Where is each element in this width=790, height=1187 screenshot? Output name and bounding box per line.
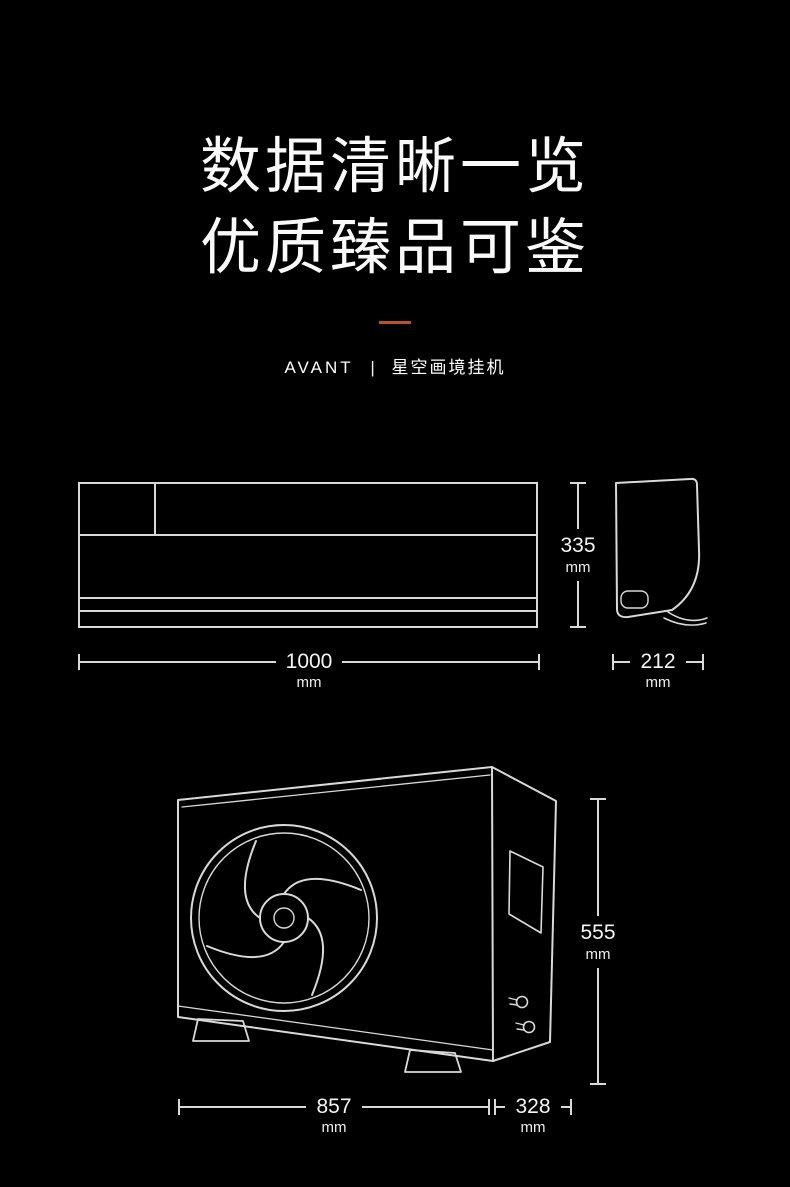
outdoor-unit-drawing	[177, 766, 557, 1073]
side-drain-detail	[620, 590, 649, 609]
dimension-endcap	[494, 1099, 496, 1115]
dimension-line-segment	[342, 661, 538, 663]
dimension-line: 1000	[78, 650, 540, 673]
dimension-line-segment	[597, 967, 599, 1083]
air-deflector-flap-inner	[663, 617, 707, 626]
dimension-unit: mm	[321, 1119, 347, 1136]
dimension-outdoor-depth: 328 mm	[494, 1095, 573, 1136]
dimension-line-segment	[361, 1106, 489, 1108]
dimension-endcap	[488, 1099, 491, 1115]
dimension-endcap	[612, 654, 614, 670]
louver-line-bottom	[80, 610, 536, 612]
dimension-unit: mm	[296, 674, 322, 691]
indoor-unit-side-view-drawing	[615, 477, 708, 626]
dimension-label: 555 mm	[580, 916, 615, 968]
dimension-indoor-height: 335 mm	[552, 482, 604, 628]
dimension-endcap	[590, 1083, 606, 1085]
dimension-endcap	[570, 482, 586, 484]
brand-name: AVANT	[284, 358, 354, 377]
dimension-line-segment	[577, 484, 579, 529]
dimension-endcap	[570, 1099, 573, 1115]
dimension-value: 212	[640, 650, 676, 673]
dimension-value: 1000	[285, 650, 333, 673]
dimension-line-segment	[577, 581, 579, 626]
dimension-line-segment	[597, 800, 599, 916]
dimension-line: 857	[178, 1095, 491, 1118]
page-title-line-1: 数据清晰一览	[199, 132, 590, 200]
louver-line-top	[80, 597, 536, 599]
dimension-unit: mm	[585, 945, 611, 963]
product-subtitle: AVANT | 星空画境挂机	[0, 353, 790, 378]
accent-divider	[379, 321, 411, 324]
dimension-endcap	[702, 654, 705, 670]
indoor-unit-front-view-drawing	[78, 482, 538, 628]
dimension-line-segment	[180, 1106, 307, 1108]
mounting-foot-right	[404, 1049, 462, 1073]
dimension-unit: mm	[565, 559, 591, 576]
dimension-indoor-width: 1000 mm	[78, 650, 540, 691]
air-deflector-flap	[667, 611, 708, 622]
top-seam-line	[181, 774, 491, 808]
dimension-endcap	[78, 654, 80, 670]
dimension-line-segment	[80, 661, 276, 663]
page-title-line-2: 优质臻品可鉴	[199, 213, 590, 282]
bottom-seam-line	[177, 1005, 494, 1051]
dimension-value: 328	[515, 1095, 551, 1118]
refrigerant-valves	[508, 995, 536, 1034]
dimension-endcap	[590, 798, 606, 800]
dimension-outdoor-width: 857 mm	[178, 1095, 491, 1136]
panel-seam-vertical	[154, 484, 156, 534]
dimension-endcap	[178, 1099, 180, 1115]
dimension-indoor-depth: 212 mm	[612, 650, 705, 691]
panel-seam-horizontal	[80, 534, 536, 536]
dimension-unit: mm	[645, 674, 671, 691]
dimension-value: 335	[560, 534, 596, 557]
dimension-label: 335 mm	[560, 529, 595, 581]
dimension-line: 328	[494, 1095, 573, 1118]
page-title: 数据清晰一览 优质臻品可鉴	[0, 126, 790, 288]
dimension-line: 212	[612, 650, 705, 673]
outdoor-right-face	[491, 766, 557, 1062]
side-profile-outline	[615, 477, 701, 619]
dimension-endcap	[570, 626, 586, 628]
dimension-line-segment	[496, 1106, 506, 1108]
dimension-line-segment	[614, 661, 631, 663]
dimension-unit: mm	[520, 1119, 546, 1136]
dimension-value: 857	[316, 1095, 352, 1118]
dimension-line-segment	[685, 661, 703, 663]
dimension-line-segment	[560, 1106, 571, 1108]
product-name: 星空画境挂机	[391, 358, 506, 377]
mounting-foot-left	[192, 1018, 250, 1042]
outdoor-front-face	[177, 766, 494, 1062]
dimension-endcap	[538, 654, 540, 670]
side-handle-recess	[508, 850, 544, 934]
fan-grille-icon	[190, 824, 378, 1012]
dimension-outdoor-height: 555 mm	[572, 798, 624, 1085]
dimension-value: 555	[580, 920, 616, 944]
separator-bar: |	[370, 358, 375, 377]
